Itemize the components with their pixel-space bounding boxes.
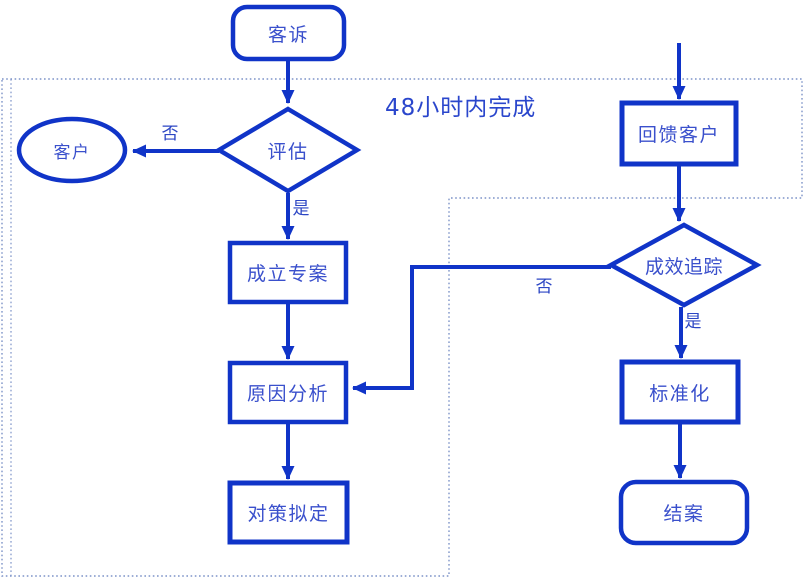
standardize-node-label: 标准化 — [649, 382, 711, 405]
close-node-label: 结案 — [663, 503, 705, 525]
tracking-yes-edge-label: 是 — [684, 311, 702, 332]
evaluate-diamond-shape — [214, 106, 362, 194]
evaluate-yes-edge-label: 是 — [292, 198, 310, 219]
tracking-no-edge-label: 否 — [535, 276, 553, 297]
complaint-node-label: 客诉 — [267, 23, 309, 46]
feedback-node-shape — [619, 100, 739, 167]
evaluate-no-edge-label: 否 — [161, 123, 179, 144]
tracking-diamond-shape — [606, 222, 762, 308]
arrow-tracking-no-to-cause — [352, 265, 611, 395]
countermeasure-node-label: 对策拟定 — [247, 503, 330, 525]
feedback-node-label: 回馈客户 — [637, 124, 720, 146]
tracking-node-label: 成效追踪 — [644, 255, 723, 278]
countermeasure-node-shape — [227, 480, 350, 545]
cause-node-label: 原因分析 — [246, 383, 329, 405]
customer-node-label: 客户 — [53, 142, 91, 163]
region-48h-label: 48小时内完成 — [385, 95, 537, 121]
project-node-shape — [227, 240, 349, 305]
close-node-shape — [618, 479, 750, 546]
standardize-node-shape — [619, 359, 741, 425]
cause-node-shape — [227, 360, 349, 425]
customer-ellipse-shape — [16, 116, 128, 184]
evaluate-node-label: 评估 — [267, 140, 309, 163]
region-48h-dotted-border — [1, 78, 803, 577]
project-node-label: 成立专案 — [246, 263, 329, 285]
complaint-node-shape — [230, 4, 347, 62]
